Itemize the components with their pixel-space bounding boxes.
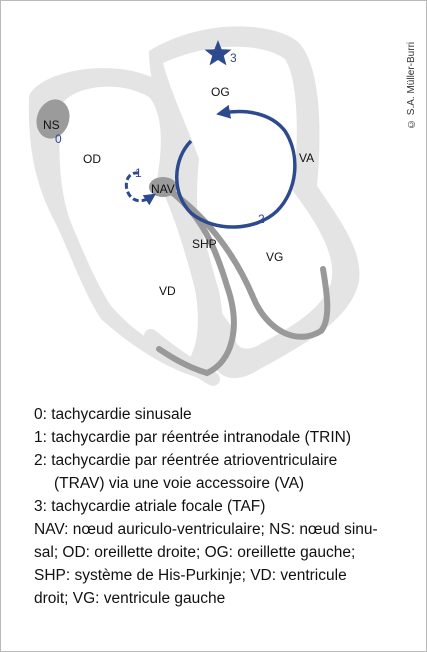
marker-0: 0 — [55, 132, 62, 146]
label-vg: VG — [266, 250, 283, 264]
abbreviations-line-1: NAV: nœud auriculo-ventriculaire; NS: nœ… — [34, 521, 378, 538]
label-og: OG — [211, 85, 230, 99]
focal-atrial-star-icon — [204, 40, 232, 66]
copyright-text: © S.A. Müller-Burri — [406, 41, 417, 129]
sinus-node — [36, 99, 70, 139]
av-node — [149, 177, 177, 197]
label-va: VA — [299, 151, 314, 165]
label-nav: NAV — [151, 182, 175, 196]
right-heart-cavity — [59, 86, 198, 359]
abbreviations-line-4: droit; VG: ventricule gauche — [34, 590, 226, 607]
abbreviations-line-2: sal; OD: oreillette droite; OG: oreillet… — [34, 544, 356, 561]
label-ns: NS — [43, 118, 60, 132]
his-purkinje-right-branch — [156, 190, 237, 377]
trav-reentry-arrow — [175, 104, 297, 229]
marker-1: 1 — [135, 166, 142, 180]
legend-item-2-continued: (TRAV) via une voie accessoire (VA) — [54, 475, 305, 492]
label-od: OD — [83, 152, 101, 166]
legend: 0: tachycardie sinusale 1: tachycardie p… — [34, 403, 414, 610]
his-purkinje-left-branch — [170, 190, 331, 340]
legend-item-2: 2: tachycardie par réentrée atrioventric… — [34, 452, 338, 469]
legend-item-3: 3: tachycardie atriale focale (TAF) — [34, 498, 266, 515]
label-shp: SHP — [192, 237, 217, 251]
heart-diagram: NS OD OG VA NAV SHP VG VD 0 1 2 3 — [28, 26, 360, 386]
label-vd: VD — [159, 284, 176, 298]
abbreviations-line-3: SHP: système de His-Purkinje; VD: ventri… — [34, 567, 347, 584]
marker-2: 2 — [258, 212, 265, 226]
legend-item-0: 0: tachycardie sinusale — [34, 406, 192, 423]
marker-3: 3 — [230, 51, 237, 65]
trin-reentry-arrow — [124, 171, 156, 206]
legend-item-1: 1: tachycardie par réentrée intranodale … — [34, 429, 352, 446]
